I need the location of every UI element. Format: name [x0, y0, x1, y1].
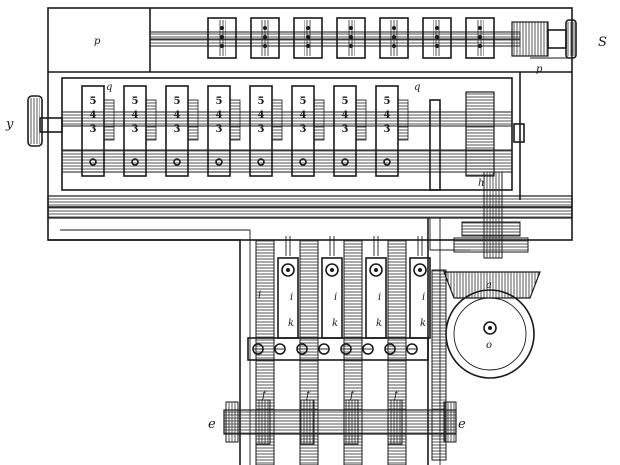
label-o: o [486, 340, 492, 351]
counter-digit: 4 [132, 110, 139, 121]
screw [362, 343, 374, 355]
register-wheel [336, 17, 366, 59]
top-register-shaft [149, 31, 521, 47]
counter-digit: 3 [384, 124, 391, 135]
main-shaft [47, 195, 573, 219]
bottom-gear [343, 399, 359, 445]
counter-digit: 5 [174, 96, 181, 107]
counter-digit: 5 [300, 96, 307, 107]
screw [384, 343, 396, 355]
screw-plate [247, 337, 429, 361]
screw [252, 343, 264, 355]
counter-wheels: 5 4 3 5 4 3 5 4 3 5 4 3 5 4 3 5 4 3 5 4 3 5 4 3 [81, 85, 409, 177]
label-lever-k: k [288, 318, 294, 329]
crank-wheel[interactable] [445, 289, 535, 379]
counter-digit: 5 [216, 96, 223, 107]
bevel-gear-stack [443, 221, 541, 299]
counter-digit: 4 [174, 110, 181, 121]
counter-shafts [61, 111, 513, 173]
counter-digit: 4 [258, 110, 265, 121]
label-h: h [478, 178, 484, 189]
counter-wheel: 5 4 3 [123, 85, 157, 177]
bottom-gear [387, 399, 403, 445]
register-wheel [379, 17, 409, 59]
label-p-left: p [94, 36, 101, 47]
counter-digit: 3 [90, 124, 97, 135]
counter-wheel: 5 4 3 [291, 85, 325, 177]
counter-digit: 4 [90, 110, 97, 121]
label-lever-f: f [261, 390, 268, 401]
label-lever-k: k [376, 318, 382, 329]
label-lever-k: k [332, 318, 338, 329]
counter-digit: 5 [90, 96, 97, 107]
register-wheel [465, 17, 495, 59]
figure-labels: p p S y q q h a o e e [5, 35, 607, 432]
register-wheel [207, 17, 237, 59]
right-knob[interactable] [511, 19, 577, 59]
label-lever-i: i [258, 290, 261, 301]
counter-digit: 4 [384, 110, 391, 121]
counter-wheel: 5 4 3 [207, 85, 241, 177]
screws [252, 343, 418, 355]
counter-digit: 4 [342, 110, 349, 121]
bottom-gear [255, 399, 271, 445]
label-s: S [598, 35, 607, 50]
counter-wheel: 5 4 3 [375, 85, 409, 177]
label-lever-f: f [349, 390, 356, 401]
counter-digit: 3 [216, 124, 223, 135]
label-lever-k: k [420, 318, 426, 329]
register-wheel [422, 17, 452, 59]
counter-wheel: 5 4 3 [81, 85, 115, 177]
register-wheels [207, 17, 495, 59]
counter-digit: 4 [216, 110, 223, 121]
screw [318, 343, 330, 355]
label-lever-i: i [290, 292, 293, 303]
label-q-left: q [106, 82, 112, 93]
label-e-right: e [458, 417, 466, 432]
counter-digit: 5 [132, 96, 139, 107]
counter-digit: 3 [342, 124, 349, 135]
screw [340, 343, 352, 355]
counter-gear [429, 91, 525, 191]
bottom-gear [299, 399, 315, 445]
counter-digit: 5 [342, 96, 349, 107]
counter-digit: 3 [174, 124, 181, 135]
label-e-left: e [208, 417, 216, 432]
label-p-right: p [536, 64, 543, 75]
counter-digit: 3 [300, 124, 307, 135]
label-q-right: q [414, 82, 420, 93]
register-wheel [293, 17, 323, 59]
register-wheel [250, 17, 280, 59]
counter-digit: 3 [258, 124, 265, 135]
label-lever-i: i [422, 292, 425, 303]
label-lever-i: i [378, 292, 381, 303]
counter-digit: 5 [384, 96, 391, 107]
label-lever-i: i [334, 292, 337, 303]
label-lever-f: f [305, 390, 312, 401]
left-knob[interactable] [27, 95, 63, 147]
screw [296, 343, 308, 355]
counter-wheel: 5 4 3 [249, 85, 283, 177]
label-y: y [5, 117, 14, 132]
lever-labels: i k f i k f i k f i k f i [258, 290, 426, 401]
label-lever-f: f [393, 390, 400, 401]
bottom-gears [255, 399, 403, 445]
counter-wheel: 5 4 3 [333, 85, 367, 177]
counter-digit: 4 [300, 110, 307, 121]
screw [274, 343, 286, 355]
counter-digit: 5 [258, 96, 265, 107]
label-a: a [486, 280, 492, 291]
counter-wheel: 5 4 3 [165, 85, 199, 177]
screw [406, 343, 418, 355]
counter-digit: 3 [132, 124, 139, 135]
